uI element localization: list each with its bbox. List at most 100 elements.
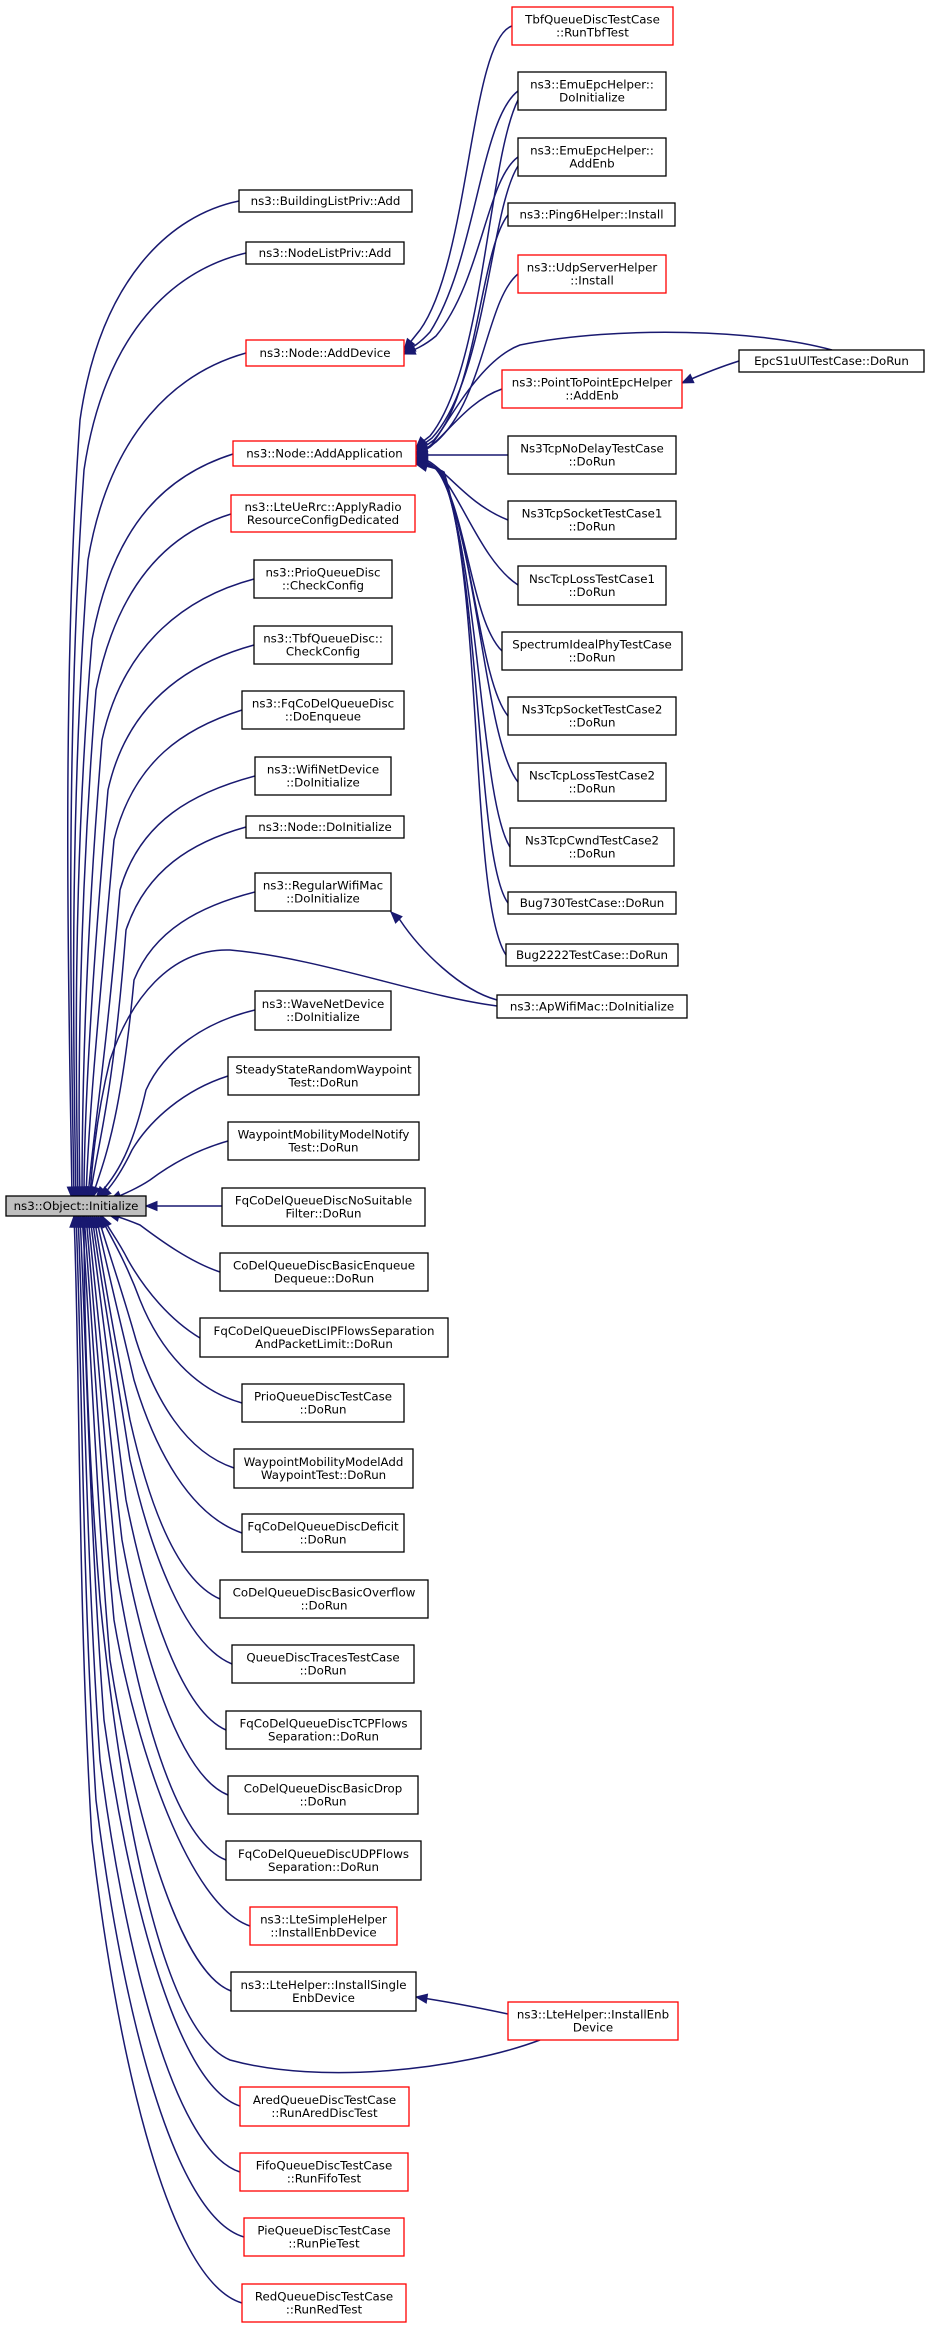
node-fq-codel-deficit[interactable]: FqCoDelQueueDiscDeficit::DoRun — [241, 1513, 405, 1553]
node-box — [245, 815, 405, 839]
node-fq-codel-udp[interactable]: FqCoDelQueueDiscUDPFlowsSeparation::DoRu… — [225, 1840, 422, 1881]
node-prio-test-case[interactable]: PrioQueueDiscTestCase::DoRun — [241, 1383, 405, 1423]
node-bug2222[interactable]: Bug2222TestCase::DoRun — [505, 943, 679, 967]
node-label-line: PieQueueDiscTestCase — [257, 2224, 390, 2238]
node-pie-test[interactable]: PieQueueDiscTestCase::RunPieTest — [243, 2217, 405, 2257]
node-box — [501, 369, 683, 409]
node-label-line: Separation::DoRun — [268, 1730, 379, 1744]
node-fifo-test[interactable]: FifoQueueDiscTestCase::RunFifoTest — [239, 2152, 409, 2192]
edge-ap_wifi_mac_do_init-to-object_initialize — [85, 949, 498, 1200]
edge-line — [403, 90, 519, 353]
edge-ap_wifi_mac_do_init-to-regular_wifi_mac_do_init — [390, 911, 498, 1001]
node-red-test[interactable]: RedQueueDiscTestCase::RunRedTest — [241, 2283, 407, 2323]
edge-fq_codel_do_enqueue-to-object_initialize — [81, 709, 243, 1200]
node-ns3tcp-nodelay[interactable]: Ns3TcpNoDelayTestCase::DoRun — [507, 435, 677, 475]
node-ping6-install[interactable]: ns3::Ping6Helper::Install — [507, 202, 676, 227]
node-node-do-init[interactable]: ns3::Node::DoInitialize — [245, 815, 405, 839]
arrowhead-icon — [144, 1200, 158, 1212]
node-label-line: SteadyStateRandomWaypoint — [235, 1063, 412, 1077]
node-label-line: ns3::EmuEpcHelper:: — [530, 78, 654, 92]
edge-line — [81, 578, 255, 1199]
node-lte-helper-install-enb[interactable]: ns3::LteHelper::InstallEnbDevice — [507, 2001, 679, 2041]
arrowhead-icon — [390, 911, 403, 924]
node-codel-basic-drop[interactable]: CoDelQueueDiscBasicDrop::DoRun — [227, 1775, 419, 1815]
node-wave-net-device-do-init[interactable]: ns3::WaveNetDevice::DoInitialize — [254, 990, 392, 1031]
node-codel-basic-overflow[interactable]: CoDelQueueDiscBasicOverflow::DoRun — [219, 1579, 429, 1619]
node-box — [253, 625, 393, 665]
node-tbf-check-config[interactable]: ns3::TbfQueueDisc::CheckConfig — [253, 625, 393, 665]
edge-ns3tcp_socket1-to-node_add_application — [414, 451, 509, 521]
node-ns3tcp-cwnd2[interactable]: Ns3TcpCwndTestCase2::DoRun — [509, 827, 675, 867]
node-bug730[interactable]: Bug730TestCase::DoRun — [507, 891, 677, 915]
node-label-line: ::DoInitialize — [286, 776, 360, 790]
node-label-line: Test::DoRun — [287, 1141, 358, 1155]
node-label-line: ::RunAredDiscTest — [271, 2106, 378, 2120]
node-label-line: DoInitialize — [559, 91, 625, 105]
node-lte-ue-rrc-apply[interactable]: ns3::LteUeRrc::ApplyRadioResourceConfigD… — [230, 494, 416, 533]
node-label-line: ns3::Object::Initialize — [14, 1199, 139, 1213]
node-label-line: WaypointTest::DoRun — [261, 1468, 386, 1482]
node-p2p-epc-add-enb[interactable]: ns3::PointToPointEpcHelper::AddEnb — [501, 369, 683, 409]
edge-node_add_application-to-object_initialize — [72, 453, 234, 1200]
node-udp-server-install[interactable]: ns3::UdpServerHelper::Install — [517, 254, 667, 294]
node-fq-codel-tcp[interactable]: FqCoDelQueueDiscTCPFlowsSeparation::DoRu… — [225, 1710, 422, 1750]
node-label-line: ::DoRun — [569, 782, 616, 796]
node-node-list-add[interactable]: ns3::NodeListPriv::Add — [245, 241, 405, 265]
edge-epc_s1u_ul-to-p2p_epc_add_enb — [680, 360, 740, 384]
node-building-list-add[interactable]: ns3::BuildingListPriv::Add — [238, 189, 413, 213]
node-node-add-device[interactable]: ns3::Node::AddDevice — [245, 339, 405, 367]
edge-codel_basic_drop-to-object_initialize — [83, 1214, 229, 1796]
edge-bug2222-to-node_add_application — [414, 461, 507, 956]
node-label-line: Ns3TcpSocketTestCase1 — [522, 507, 663, 521]
node-fq-codel-do-enqueue[interactable]: ns3::FqCoDelQueueDisc::DoEnqueue — [241, 690, 405, 730]
node-label-line: ns3::PrioQueueDisc — [265, 566, 380, 580]
node-ns3tcp-socket2[interactable]: Ns3TcpSocketTestCase2::DoRun — [507, 696, 677, 736]
node-wifi-net-device-do-init[interactable]: ns3::WifiNetDevice::DoInitialize — [254, 756, 392, 796]
edge-line — [85, 709, 243, 1199]
node-emu-epc-do-init[interactable]: ns3::EmuEpcHelper::DoInitialize — [517, 71, 667, 111]
edge-line — [87, 1215, 229, 1796]
node-ns3tcp-socket1[interactable]: Ns3TcpSocketTestCase1::DoRun — [507, 500, 677, 540]
edge-wave_net_device_do_init-to-object_initialize — [95, 1009, 256, 1199]
node-prio-check-config[interactable]: ns3::PrioQueueDisc::CheckConfig — [253, 559, 393, 599]
node-box — [239, 2152, 409, 2192]
node-queue-disc-traces[interactable]: QueueDiscTracesTestCase::DoRun — [231, 1644, 415, 1684]
node-lte-simple-install[interactable]: ns3::LteSimpleHelper::InstallEnbDevice — [249, 1906, 398, 1946]
edge-line — [75, 1215, 245, 2238]
node-label-line: ::DoRun — [300, 1664, 347, 1678]
node-nsc-tcp-loss2[interactable]: NscTcpLossTestCase2::DoRun — [517, 762, 667, 802]
node-spectrum-ideal[interactable]: SpectrumIdealPhyTestCase::DoRun — [501, 631, 683, 671]
edge-line — [66, 200, 240, 1199]
node-waypoint-add[interactable]: WaypointMobilityModelAddWaypointTest::Do… — [233, 1448, 414, 1489]
node-label-line: AndPacketLimit::DoRun — [255, 1337, 393, 1351]
node-box — [243, 2217, 405, 2257]
node-label-line: ns3::UdpServerHelper — [527, 261, 658, 275]
node-label-line: PrioQueueDiscTestCase — [254, 1390, 392, 1404]
node-ap-wifi-mac-do-init[interactable]: ns3::ApWifiMac::DoInitialize — [496, 994, 688, 1019]
node-ared-test[interactable]: AredQueueDiscTestCase::RunAredDiscTest — [239, 2086, 410, 2127]
node-box — [219, 1252, 429, 1292]
node-emu-epc-add-enb[interactable]: ns3::EmuEpcHelper::AddEnb — [517, 137, 667, 177]
node-box — [738, 349, 925, 373]
node-node-add-application[interactable]: ns3::Node::AddApplication — [232, 440, 417, 467]
node-box — [517, 762, 667, 802]
arrowhead-icon — [402, 344, 417, 355]
node-nsc-tcp-loss1[interactable]: NscTcpLossTestCase1::DoRun — [517, 565, 667, 606]
edge-codel_basic_overflow-to-object_initialize — [90, 1214, 221, 1600]
edge-line — [72, 352, 247, 1199]
node-epc-s1u-ul[interactable]: EpcS1uUlTestCase::DoRun — [738, 349, 925, 373]
node-label-line: ::DoRun — [300, 1533, 347, 1547]
node-label-line: WaypointMobilityModelAdd — [244, 1455, 404, 1469]
node-regular-wifi-mac-do-init[interactable]: ns3::RegularWifiMac::DoInitialize — [254, 872, 392, 912]
node-box — [227, 1121, 420, 1161]
node-tbf-test[interactable]: TbfQueueDiscTestCase::RunTbfTest — [511, 6, 674, 46]
node-label-line: NscTcpLossTestCase1 — [529, 572, 655, 586]
node-box — [241, 1513, 405, 1553]
node-fq-codel-ipflows[interactable]: FqCoDelQueueDiscIPFlowsSeparationAndPack… — [199, 1317, 449, 1358]
node-label-line: ::RunFifoTest — [287, 2172, 362, 2186]
